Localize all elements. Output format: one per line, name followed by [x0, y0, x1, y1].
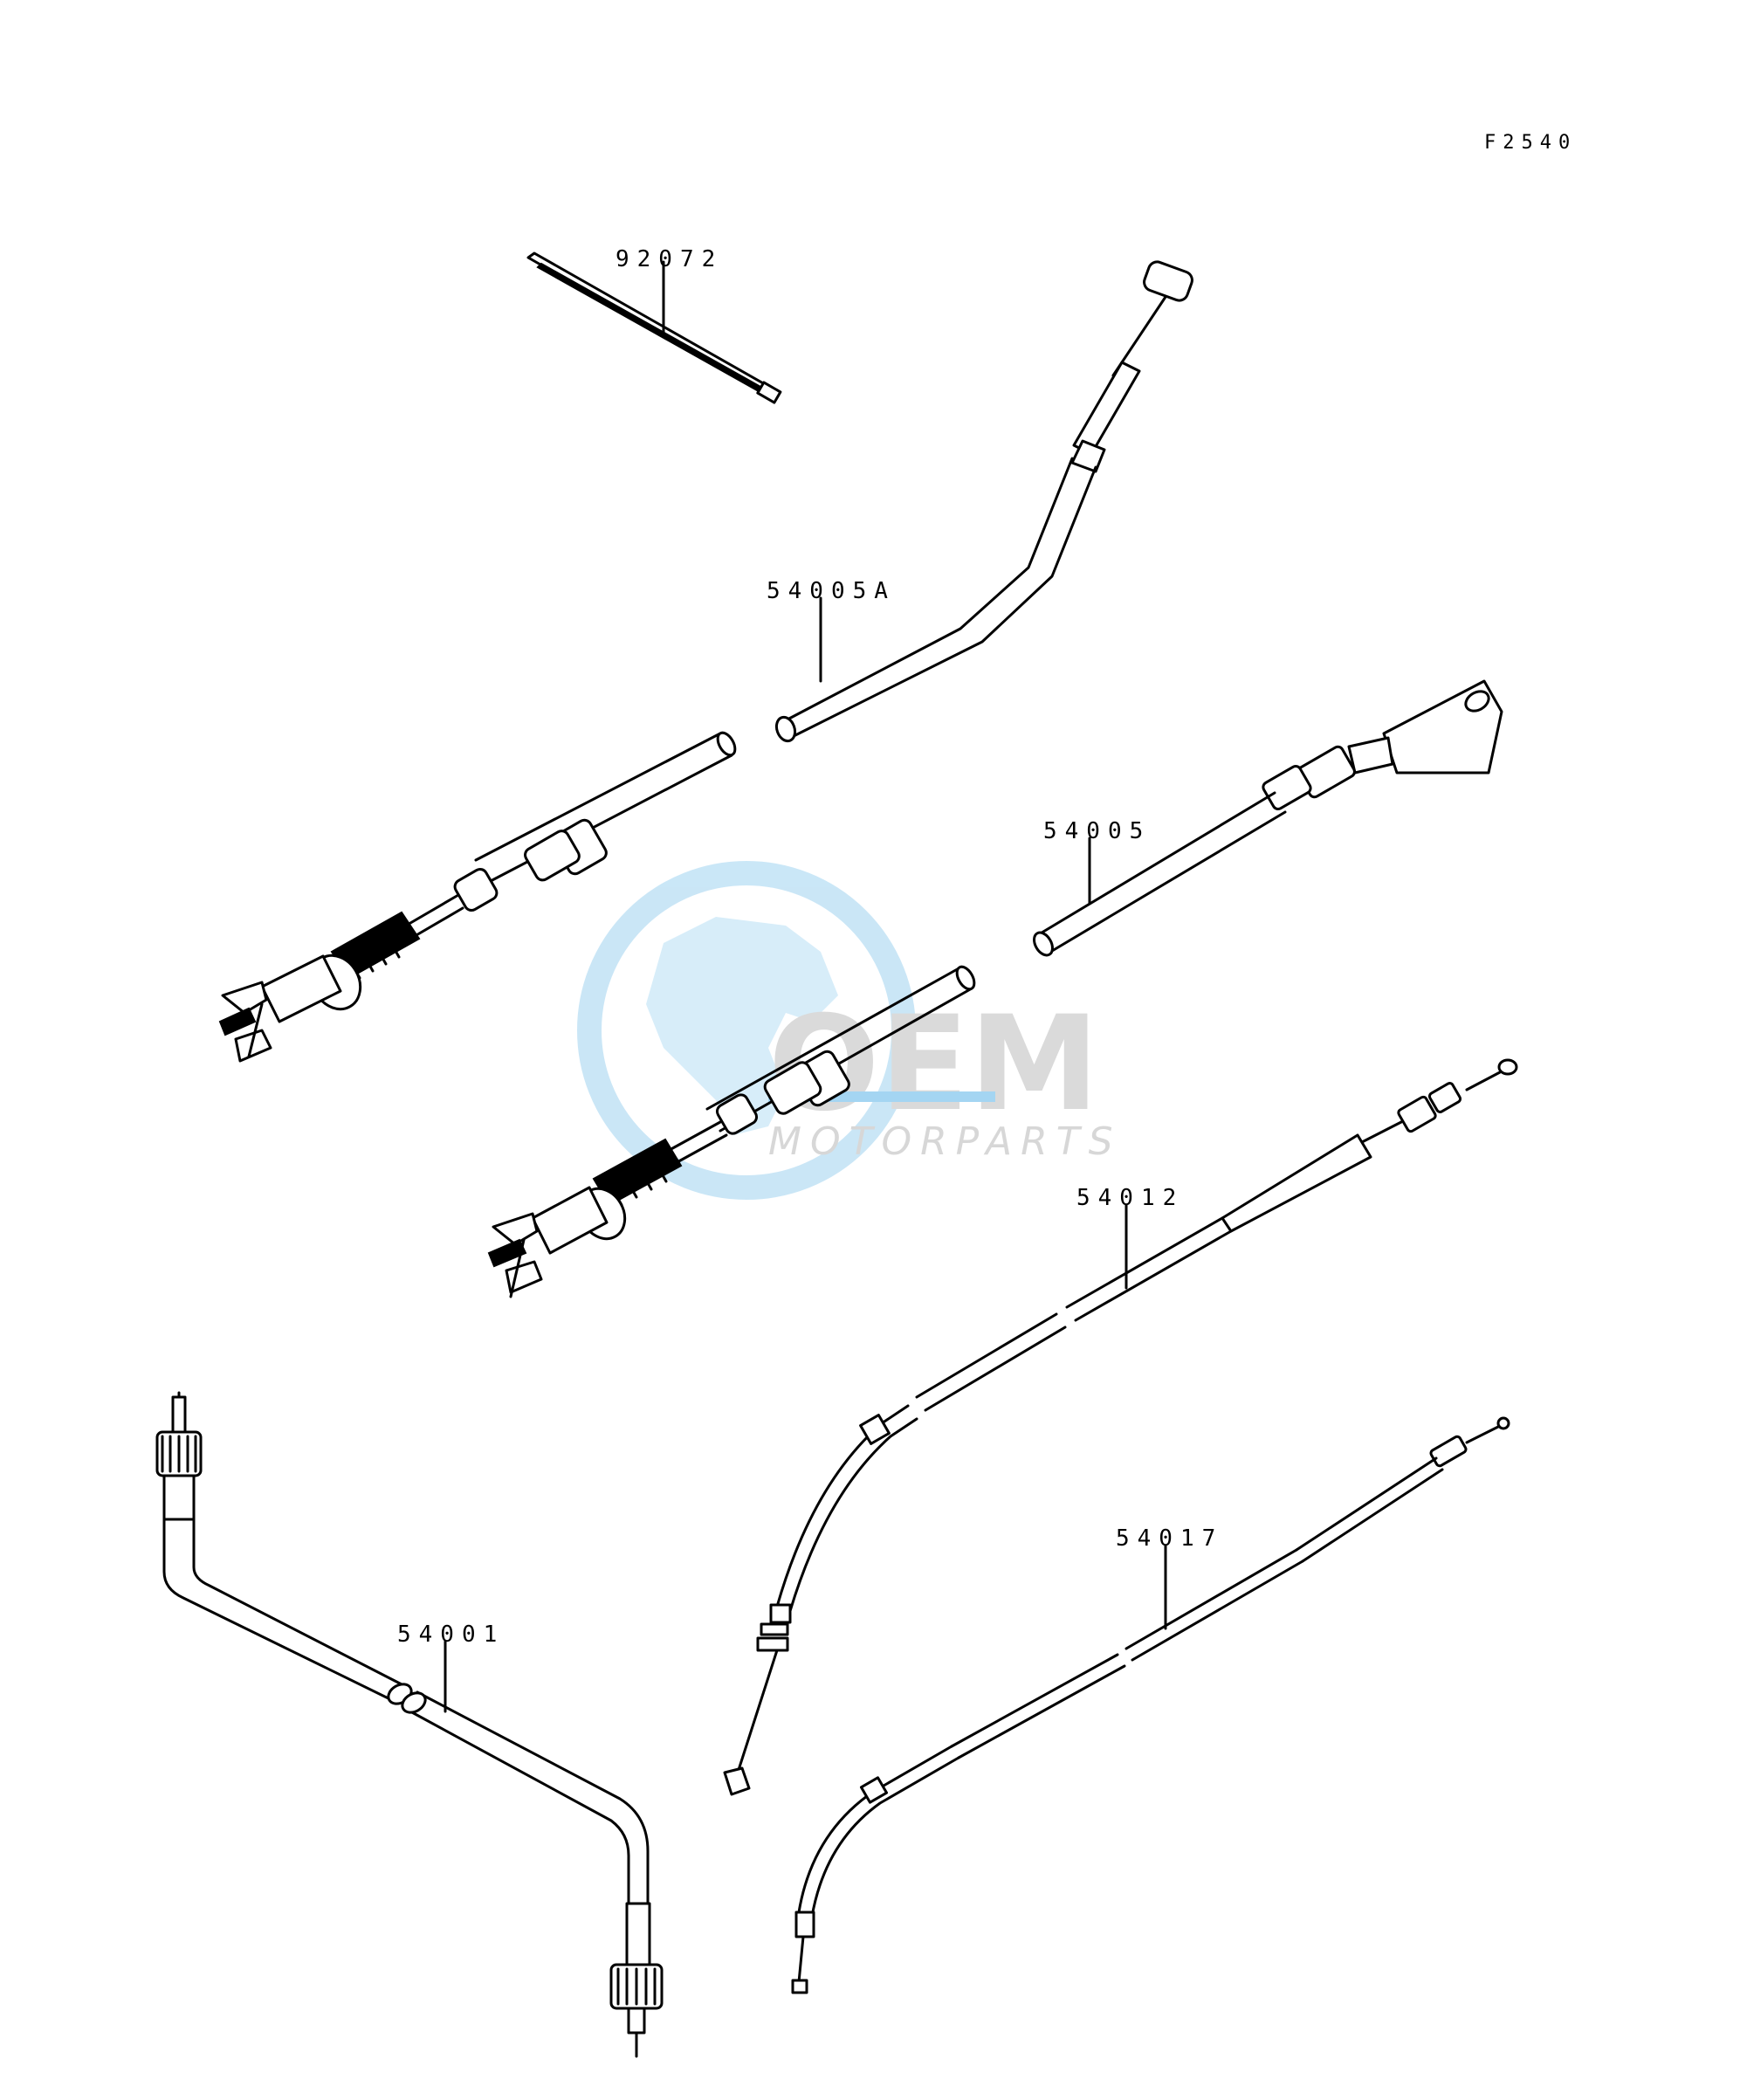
- watermark-tagline: MOTORPARTS: [768, 1119, 1122, 1164]
- part-number-54005: 54005: [1043, 818, 1151, 844]
- part-cable-54005: 54005: [1033, 679, 1503, 957]
- part-cable-54012: 54012: [723, 1058, 1518, 1796]
- part-number-54012: 54012: [1076, 1185, 1184, 1211]
- watermark-globe: [577, 861, 916, 1200]
- figure-code: F2540: [1484, 132, 1577, 154]
- part-number-92072: 92072: [616, 246, 723, 272]
- watermark-continents: [646, 917, 838, 1135]
- part-cable-54001: 54001: [155, 1391, 664, 2058]
- part-strap-92072: 92072: [526, 246, 782, 404]
- part-number-54001: 54001: [397, 1621, 505, 1648]
- watermark-logo: OEM MOTORPARTS: [577, 861, 1122, 1200]
- part-number-54005A: 54005A: [767, 578, 896, 604]
- part-number-54017: 54017: [1116, 1525, 1223, 1552]
- cable-assembly-center: [487, 965, 976, 1298]
- part-cable-54005A: 54005A: [767, 260, 1193, 743]
- cable-assembly-upper-left: [218, 731, 737, 1063]
- part-cable-54017: 54017: [791, 1416, 1510, 1994]
